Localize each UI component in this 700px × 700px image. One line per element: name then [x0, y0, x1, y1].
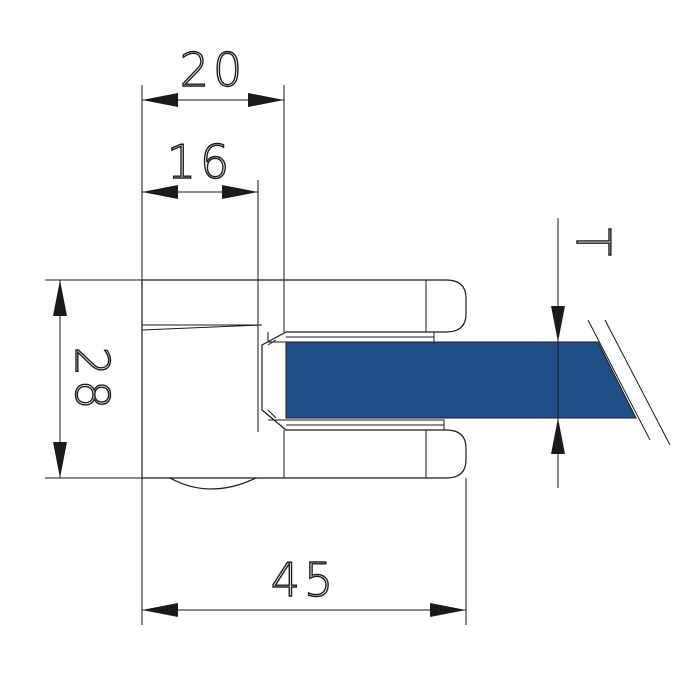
dim-t-arrow-top [551, 306, 565, 342]
glass-panel [285, 319, 671, 446]
dim-45-arrow-left [142, 603, 178, 617]
break-line-2 [604, 319, 671, 446]
dim-45-arrow-right [430, 603, 466, 617]
screw-head [169, 477, 257, 490]
dim-45-label: 45 [271, 553, 338, 607]
top-jaw-bevel-line [141, 324, 263, 331]
dim-20-label: 20 [180, 43, 247, 97]
recess-chamfer [267, 339, 277, 419]
dim-16-label: 16 [167, 135, 234, 189]
dim-28-arrow-bottom [53, 442, 67, 478]
dimension-t: T [551, 227, 621, 454]
dimension-16: 16 [142, 134, 258, 199]
dimension-20: 20 [142, 42, 284, 107]
dim-16-arrow-right [222, 185, 258, 199]
dim-16-arrow-left [142, 185, 178, 199]
clamp-outline [141, 279, 467, 479]
dim-20-arrow-right [248, 93, 284, 107]
dim-28-label: 28 [65, 347, 119, 414]
dim-20-arrow-left [142, 93, 178, 107]
dimension-28: 28 [53, 280, 120, 478]
break-line-1 [587, 319, 651, 441]
dimension-45: 45 [142, 552, 466, 617]
dim-t-arrow-bottom [551, 418, 565, 454]
dim-t-label: T [566, 228, 620, 260]
dim-28-arrow-top [53, 280, 67, 316]
glass-panel-fill [285, 341, 637, 419]
pad-bottom [268, 419, 445, 430]
clamp-body [141, 85, 467, 490]
